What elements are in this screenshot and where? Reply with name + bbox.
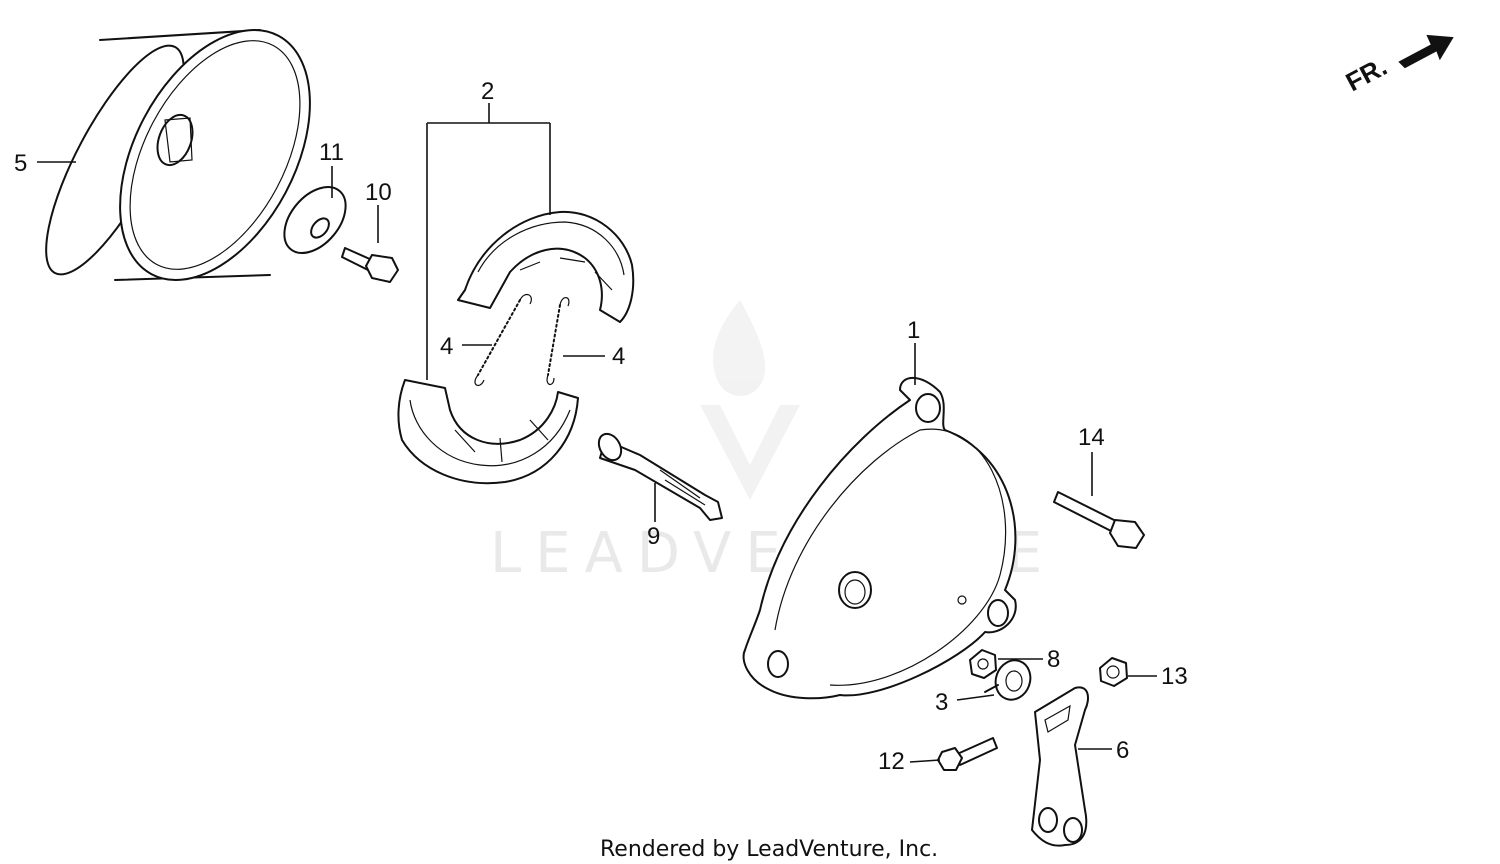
part-4-spring-left[interactable] [474,293,532,387]
callout-1: 1 [907,317,920,344]
callout-5: 5 [14,150,27,177]
callout-8: 8 [1047,646,1060,673]
callout-4-left: 4 [440,333,453,360]
callout-12: 12 [878,748,905,775]
callout-13: 13 [1161,663,1188,690]
arrow-icon [1398,34,1454,69]
part-9-brake-cam[interactable] [594,430,723,521]
part-6-brake-arm[interactable] [1031,686,1089,847]
watermark-logo [700,300,800,500]
part-10-bolt[interactable] [341,247,399,283]
callout-9: 9 [647,523,660,550]
part-13-nut[interactable] [1099,657,1128,687]
callout-4-right: 4 [612,343,625,370]
callout-14: 14 [1078,424,1105,451]
front-label: FR. [1341,51,1392,97]
part-5-brake-drum[interactable] [21,0,349,312]
part-2-brake-shoe-lower[interactable] [397,379,579,485]
front-direction-arrow: FR. [1341,34,1454,97]
callout-11: 11 [319,139,344,166]
render-credit: Rendered by LeadVenture, Inc. [600,837,938,862]
part-4-spring-right[interactable] [546,297,570,385]
callout-10: 10 [365,179,392,206]
part-8-nut[interactable] [969,649,997,679]
part-3-indicator-plate[interactable] [984,655,1036,704]
callout-3: 3 [935,689,948,716]
part-2-brake-shoe-upper[interactable] [457,210,635,323]
callout-2: 2 [481,78,494,105]
leader-lines [37,103,1157,763]
part-12-bolt[interactable] [937,737,998,771]
callout-6: 6 [1116,737,1129,764]
part-14-bolt[interactable] [1053,491,1145,549]
part-1-brake-panel[interactable] [742,376,1017,700]
part-11-washer[interactable] [272,175,358,264]
